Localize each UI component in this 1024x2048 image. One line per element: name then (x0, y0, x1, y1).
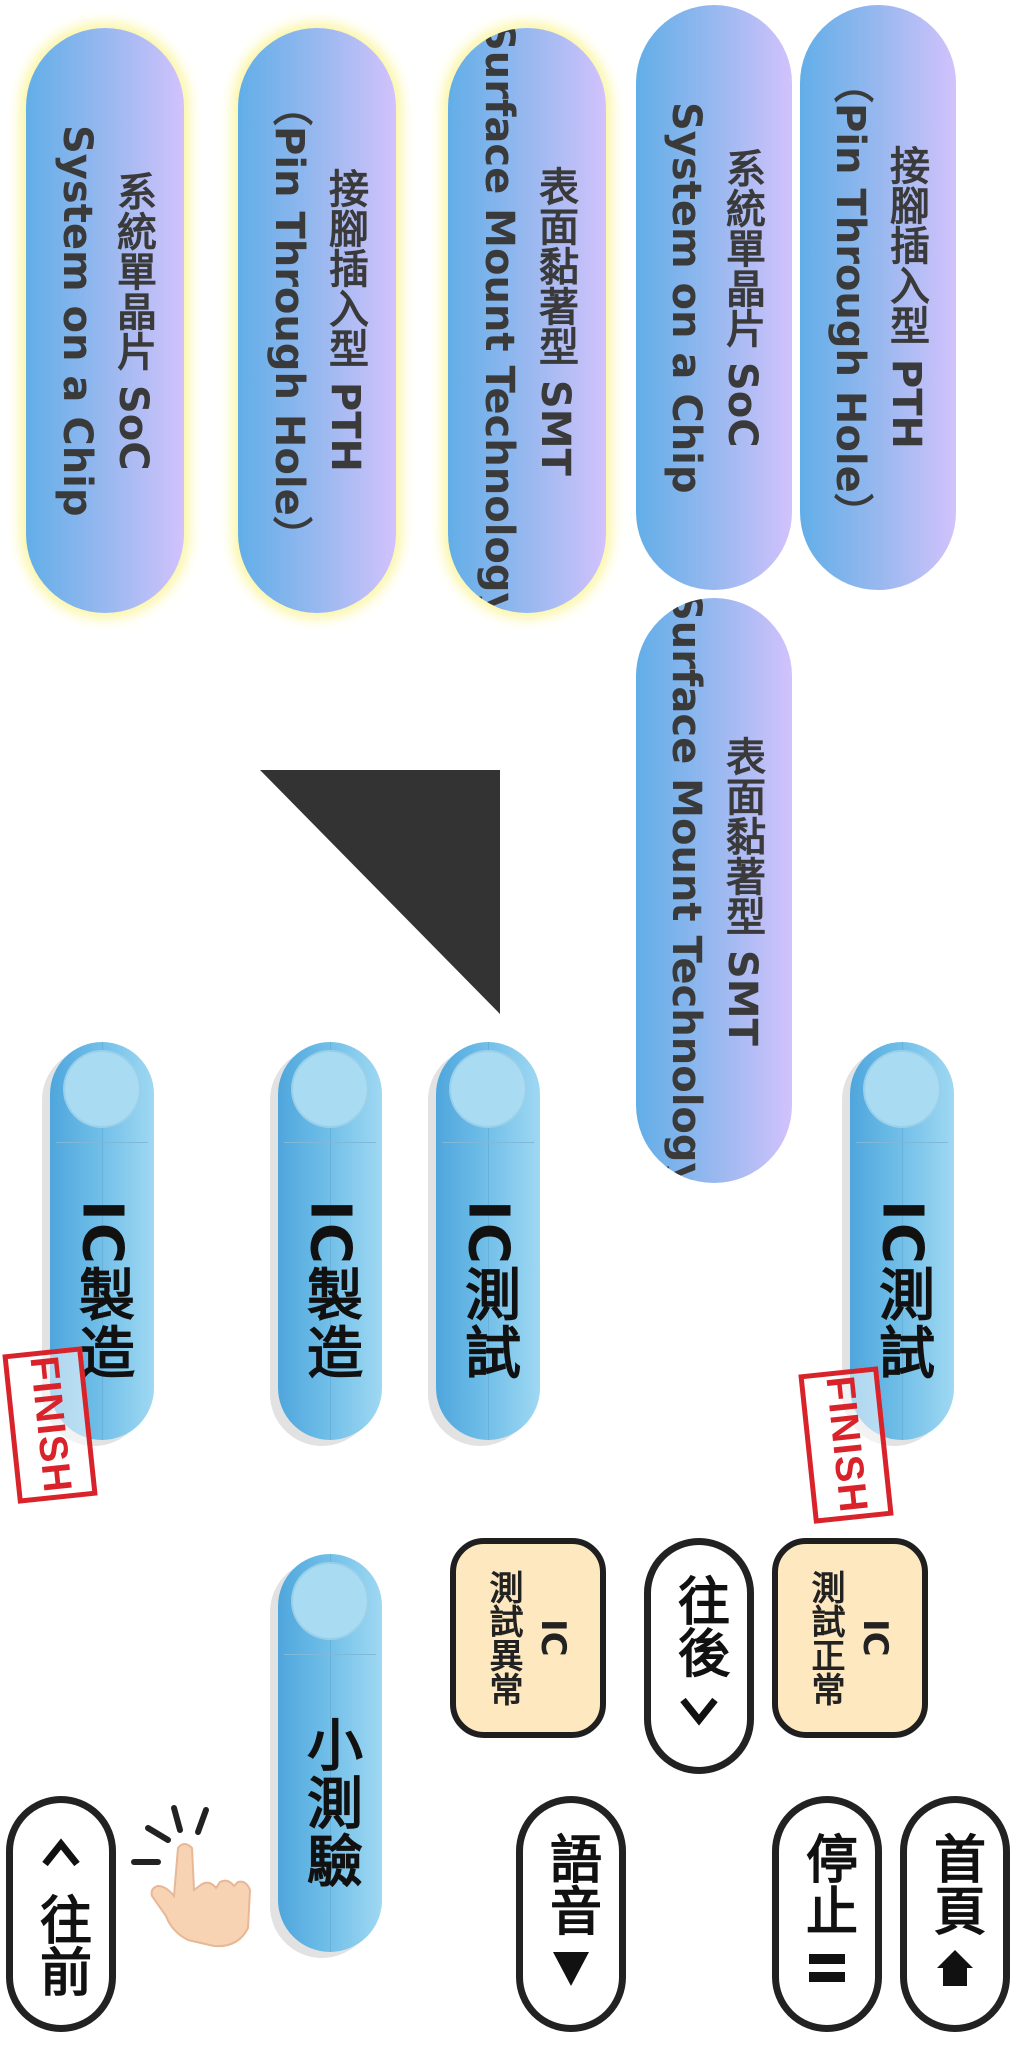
home-icon (933, 1946, 977, 1997)
pointing-hand-icon (128, 1800, 258, 1950)
capsule-knob (63, 1050, 141, 1128)
option-pth-left[interactable]: 接腳插入型 PTH（Pin Through Hole） (238, 28, 396, 613)
ic-test-label: IC測試 (869, 1200, 935, 1382)
option-pth-top[interactable]: 接腳插入型 PTH（Pin Through Hole） (800, 5, 956, 590)
voice-button[interactable]: 語音 (516, 1796, 626, 2032)
ic-make-button[interactable]: IC製造 (278, 1042, 382, 1440)
quiz-button[interactable]: 小測驗 (278, 1554, 382, 1952)
stop-button[interactable]: 停止 (772, 1796, 882, 2032)
capsule-knob (291, 1562, 369, 1640)
finish-stamp-left: FINISH (2, 1346, 98, 1504)
capsule-knob (291, 1050, 369, 1128)
voice-label: 語音 (540, 1831, 601, 1936)
capsule-knob (449, 1050, 527, 1128)
option-pth-top-label: 接腳插入型 PTH（Pin Through Hole） (827, 62, 929, 533)
ic-test-button[interactable]: IC測試 (436, 1042, 540, 1440)
capsule-knob (863, 1050, 941, 1128)
play-icon (549, 1946, 593, 1997)
ic-make-label: IC製造 (297, 1200, 363, 1382)
home-label: 首頁 (924, 1831, 985, 1936)
quiz-label: 小測驗 (297, 1716, 363, 1890)
option-pth-left-label: 接腳插入型 PTH（Pin Through Hole） (266, 85, 368, 556)
finish-stamp-right: FINISH (798, 1366, 894, 1524)
chevron-left-icon (39, 1832, 83, 1883)
prev-label: 往前 (30, 1892, 91, 1997)
triangle-shape (260, 770, 500, 1014)
ic-test-label: IC測試 (455, 1200, 521, 1382)
home-button[interactable]: 首頁 (900, 1796, 1010, 2032)
prev-button[interactable]: 往前 (6, 1796, 116, 2032)
chevron-right-icon (677, 1688, 721, 1739)
next-label: 往後 (668, 1573, 729, 1678)
pause-icon (805, 1946, 849, 1997)
next-button[interactable]: 往後 (644, 1538, 754, 1774)
stop-label: 停止 (796, 1831, 857, 1936)
